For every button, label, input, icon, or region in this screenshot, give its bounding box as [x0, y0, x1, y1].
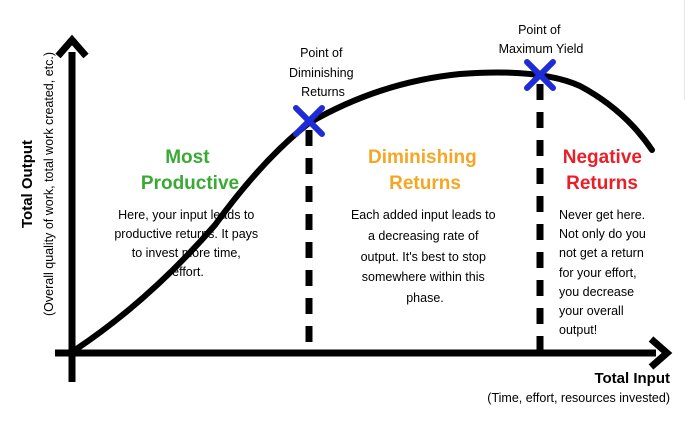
productive-description: Here, your input leads to productive ret… — [114, 208, 261, 279]
y-axis-title: Total Output — [19, 140, 36, 228]
diminishing-title: Diminishing Returns — [368, 147, 482, 194]
diminishing-point-label: Point of Diminishing Returns — [289, 46, 357, 99]
productive-title: Most Productive — [141, 147, 239, 194]
negative-description: Never get here. Not only do you not get … — [559, 208, 649, 337]
maximum-point-label: Point of Maximum Yield — [499, 23, 584, 56]
x-axis-arrow — [648, 336, 673, 370]
output-curve — [72, 69, 655, 353]
edge-divider — [684, 0, 685, 100]
diminishing-point-marker — [293, 105, 325, 137]
negative-title: Negative Returns — [563, 147, 647, 194]
diminishing-description: Each added input leads to a decreasing r… — [351, 208, 499, 305]
x-axis-subtitle: (Time, effort, resources invested) — [487, 391, 670, 405]
y-axis-subtitle: (Overall quality of work, total work cre… — [42, 52, 56, 316]
maximum-point-marker — [524, 59, 556, 91]
x-axis-title: Total Input — [594, 370, 670, 387]
y-axis-arrow — [55, 34, 89, 59]
